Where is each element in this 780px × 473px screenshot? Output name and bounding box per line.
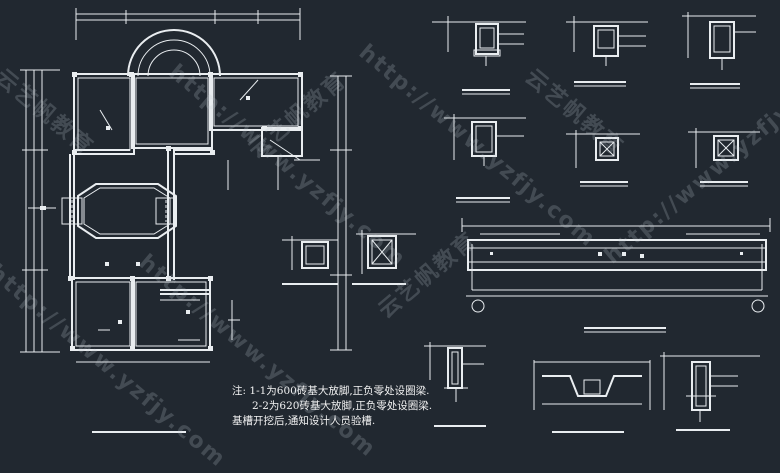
foundation-plan bbox=[20, 8, 352, 363]
notes-line-1: 注: 1-1为600砖基大放脚,正负零处设圈梁. bbox=[232, 384, 432, 399]
trench-section bbox=[533, 360, 651, 433]
wall-footing-detail-1 bbox=[424, 342, 486, 427]
section-detail-d bbox=[444, 114, 526, 203]
section-detail-c bbox=[682, 12, 756, 89]
construction-notes: 注: 1-1为600砖基大放脚,正负零处设圈梁. 2-2为620砖基大放脚,正负… bbox=[232, 384, 432, 429]
column-section-e bbox=[566, 130, 640, 187]
notes-label: 注: bbox=[232, 385, 247, 397]
ground-beam-elevation bbox=[461, 218, 771, 333]
wall-footing-detail-2 bbox=[660, 352, 760, 431]
note-1: 1-1为600砖基大放脚,正负零处设圈梁. bbox=[249, 385, 430, 397]
note-3: 基槽开挖后,通知设计人员验槽. bbox=[232, 415, 376, 427]
column-section-f bbox=[688, 128, 760, 187]
section-detail-a bbox=[432, 16, 526, 95]
section-detail-b bbox=[566, 16, 648, 87]
column-section-h bbox=[352, 230, 416, 285]
note-2: 2-2为620砖基大放脚,正负零处设圈梁. bbox=[252, 400, 433, 412]
column-section-g bbox=[282, 236, 338, 285]
cad-drawing bbox=[20, 8, 771, 433]
